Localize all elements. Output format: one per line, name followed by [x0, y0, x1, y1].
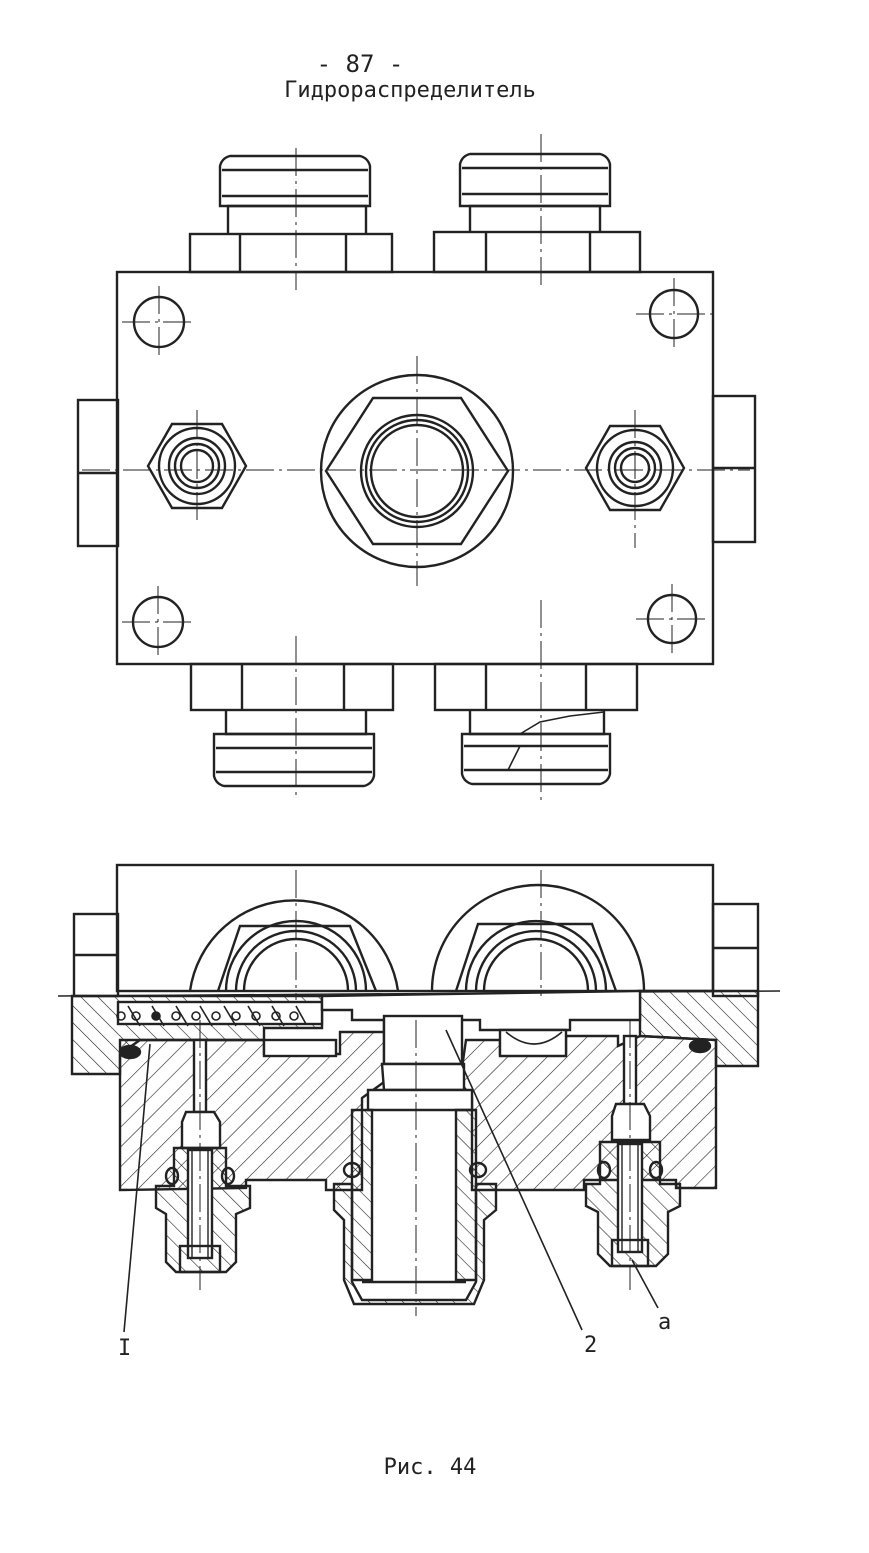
center-port-section — [332, 1014, 498, 1306]
callout-label-a: a — [658, 1310, 672, 1335]
leader-lines — [123, 1029, 659, 1333]
top-view — [76, 134, 757, 800]
spring — [116, 1005, 307, 1027]
figure-caption: Рис. 44 — [383, 1455, 477, 1480]
top-view-centerlines — [82, 134, 750, 800]
right-side-port — [711, 394, 757, 544]
left-side-port — [76, 398, 120, 548]
top-left-fitting — [188, 154, 394, 274]
page-number: - 87 - — [316, 50, 404, 78]
section-view — [57, 863, 781, 1333]
top-view-body — [115, 270, 715, 666]
upper-housing — [72, 863, 760, 998]
page-title: Гидрораспределитель — [284, 78, 536, 103]
callout-label-1: I — [118, 1336, 132, 1361]
top-right-fitting — [432, 152, 642, 274]
bottom-right-fitting — [433, 662, 639, 786]
bottom-left-fitting — [189, 662, 395, 788]
callout-label-2: 2 — [584, 1333, 598, 1358]
